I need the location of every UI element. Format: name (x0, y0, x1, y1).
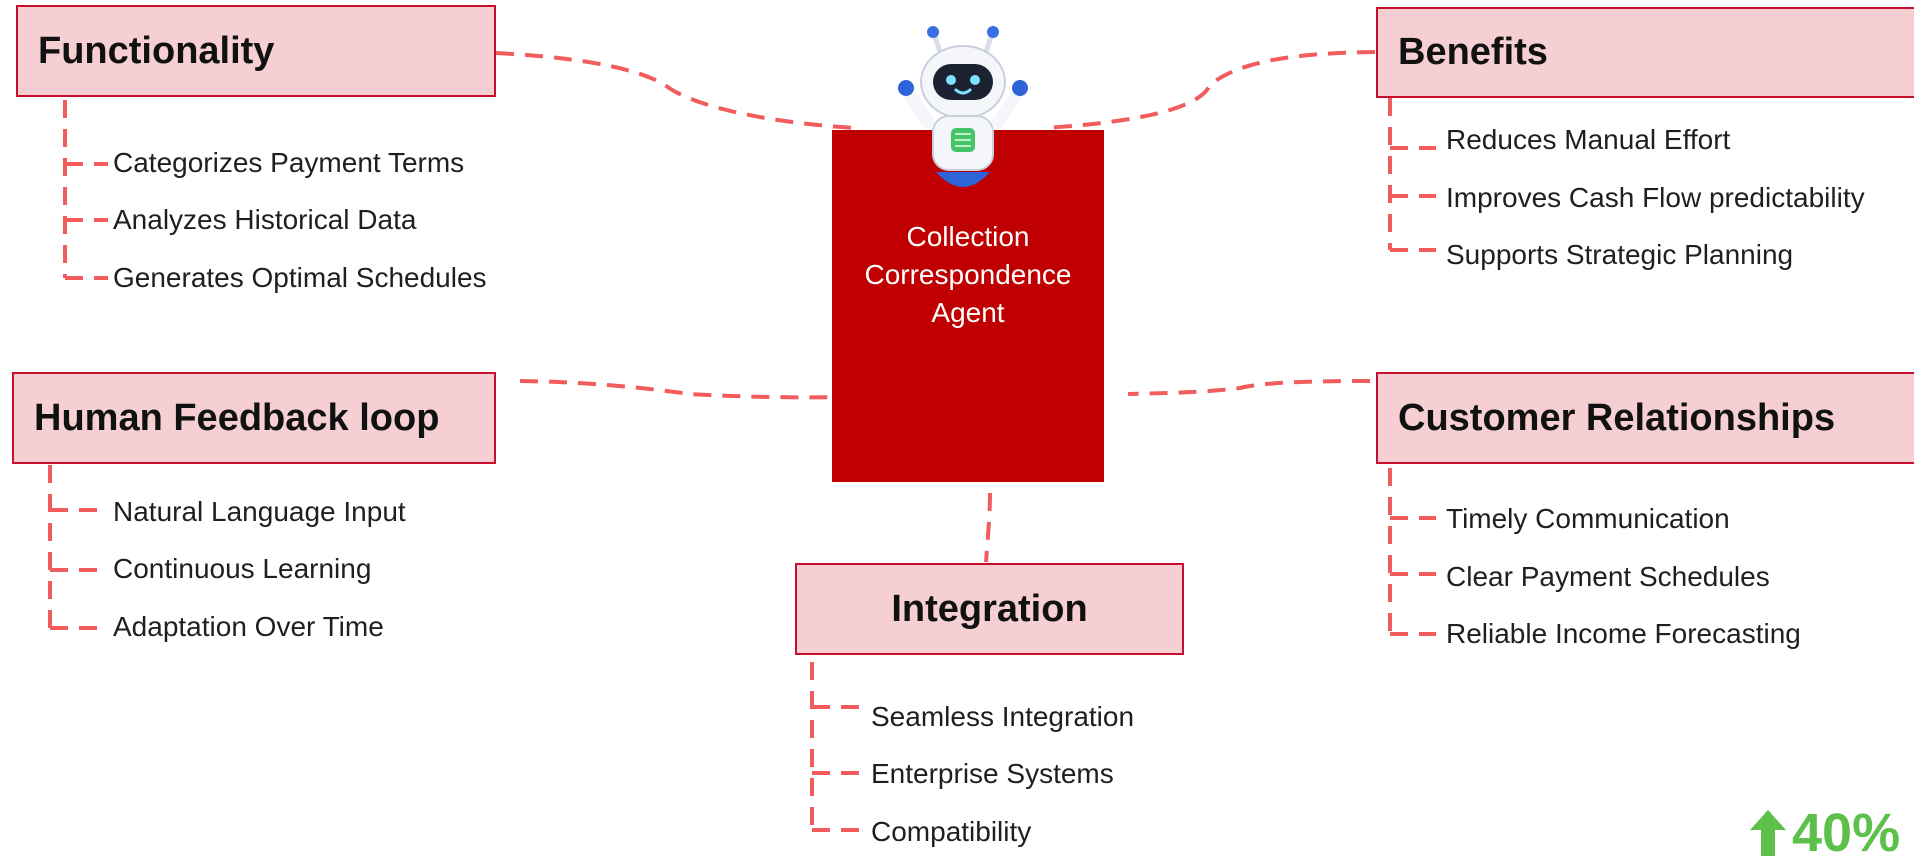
connector-integration (984, 492, 992, 563)
integration-title: Integration (891, 587, 1088, 630)
benefits-title: Benefits (1398, 31, 1548, 73)
functionality-item: Categorizes Payment Terms (113, 147, 465, 178)
arrow-up-icon (1750, 810, 1786, 856)
human-feedback-loop-title: Human Feedback loop (34, 396, 440, 439)
integration-item: Enterprise Systems (871, 758, 1114, 789)
functionality-item: Generates Optimal Schedules (113, 262, 487, 293)
customer-item: Reliable Income Forecasting (1446, 618, 1801, 649)
human-feedback-loop-box: Human Feedback loop (12, 372, 496, 464)
functionality-box: Functionality (16, 5, 496, 97)
benefits-item: Reduces Manual Effort (1446, 124, 1731, 155)
branches-integration (810, 662, 866, 832)
branches-feedback (48, 465, 104, 632)
customer-item: Timely Communication (1446, 503, 1730, 534)
customer-relationships-title: Customer Relationships (1398, 396, 1836, 439)
stat-indicator: 40% (1750, 803, 1901, 863)
functionality-item: Analyzes Historical Data (113, 204, 417, 235)
branches-customer (1388, 468, 1436, 636)
integration-item: Compatibility (871, 816, 1032, 847)
benefits-item: Improves Cash Flow predictability (1446, 182, 1865, 213)
integration-box: Integration (795, 563, 1184, 655)
branches-functionality (63, 100, 108, 280)
feedback-item: Continuous Learning (113, 553, 372, 584)
agent-label: Collection Correspondence Agent (864, 221, 1072, 328)
branches-benefits (1388, 98, 1436, 252)
integration-item: Seamless Integration (871, 701, 1135, 732)
benefits-item: Supports Strategic Planning (1446, 239, 1794, 270)
feedback-item: Natural Language Input (113, 496, 406, 527)
stat-value: 40% (1792, 803, 1901, 863)
connector-feedback (519, 379, 843, 400)
agent-block: Collection Correspondence Agent (832, 130, 1104, 482)
connector-functionality (495, 51, 856, 130)
feedback-item: Adaptation Over Time (113, 611, 384, 642)
customer-item: Clear Payment Schedules (1446, 561, 1770, 592)
connector-customer (1127, 379, 1371, 396)
functionality-title: Functionality (38, 29, 275, 72)
connector-benefits (1044, 50, 1376, 130)
robot-icon (898, 26, 1028, 187)
benefits-box: Benefits (1376, 7, 1914, 98)
customer-relationships-box: Customer Relationships (1376, 372, 1914, 464)
